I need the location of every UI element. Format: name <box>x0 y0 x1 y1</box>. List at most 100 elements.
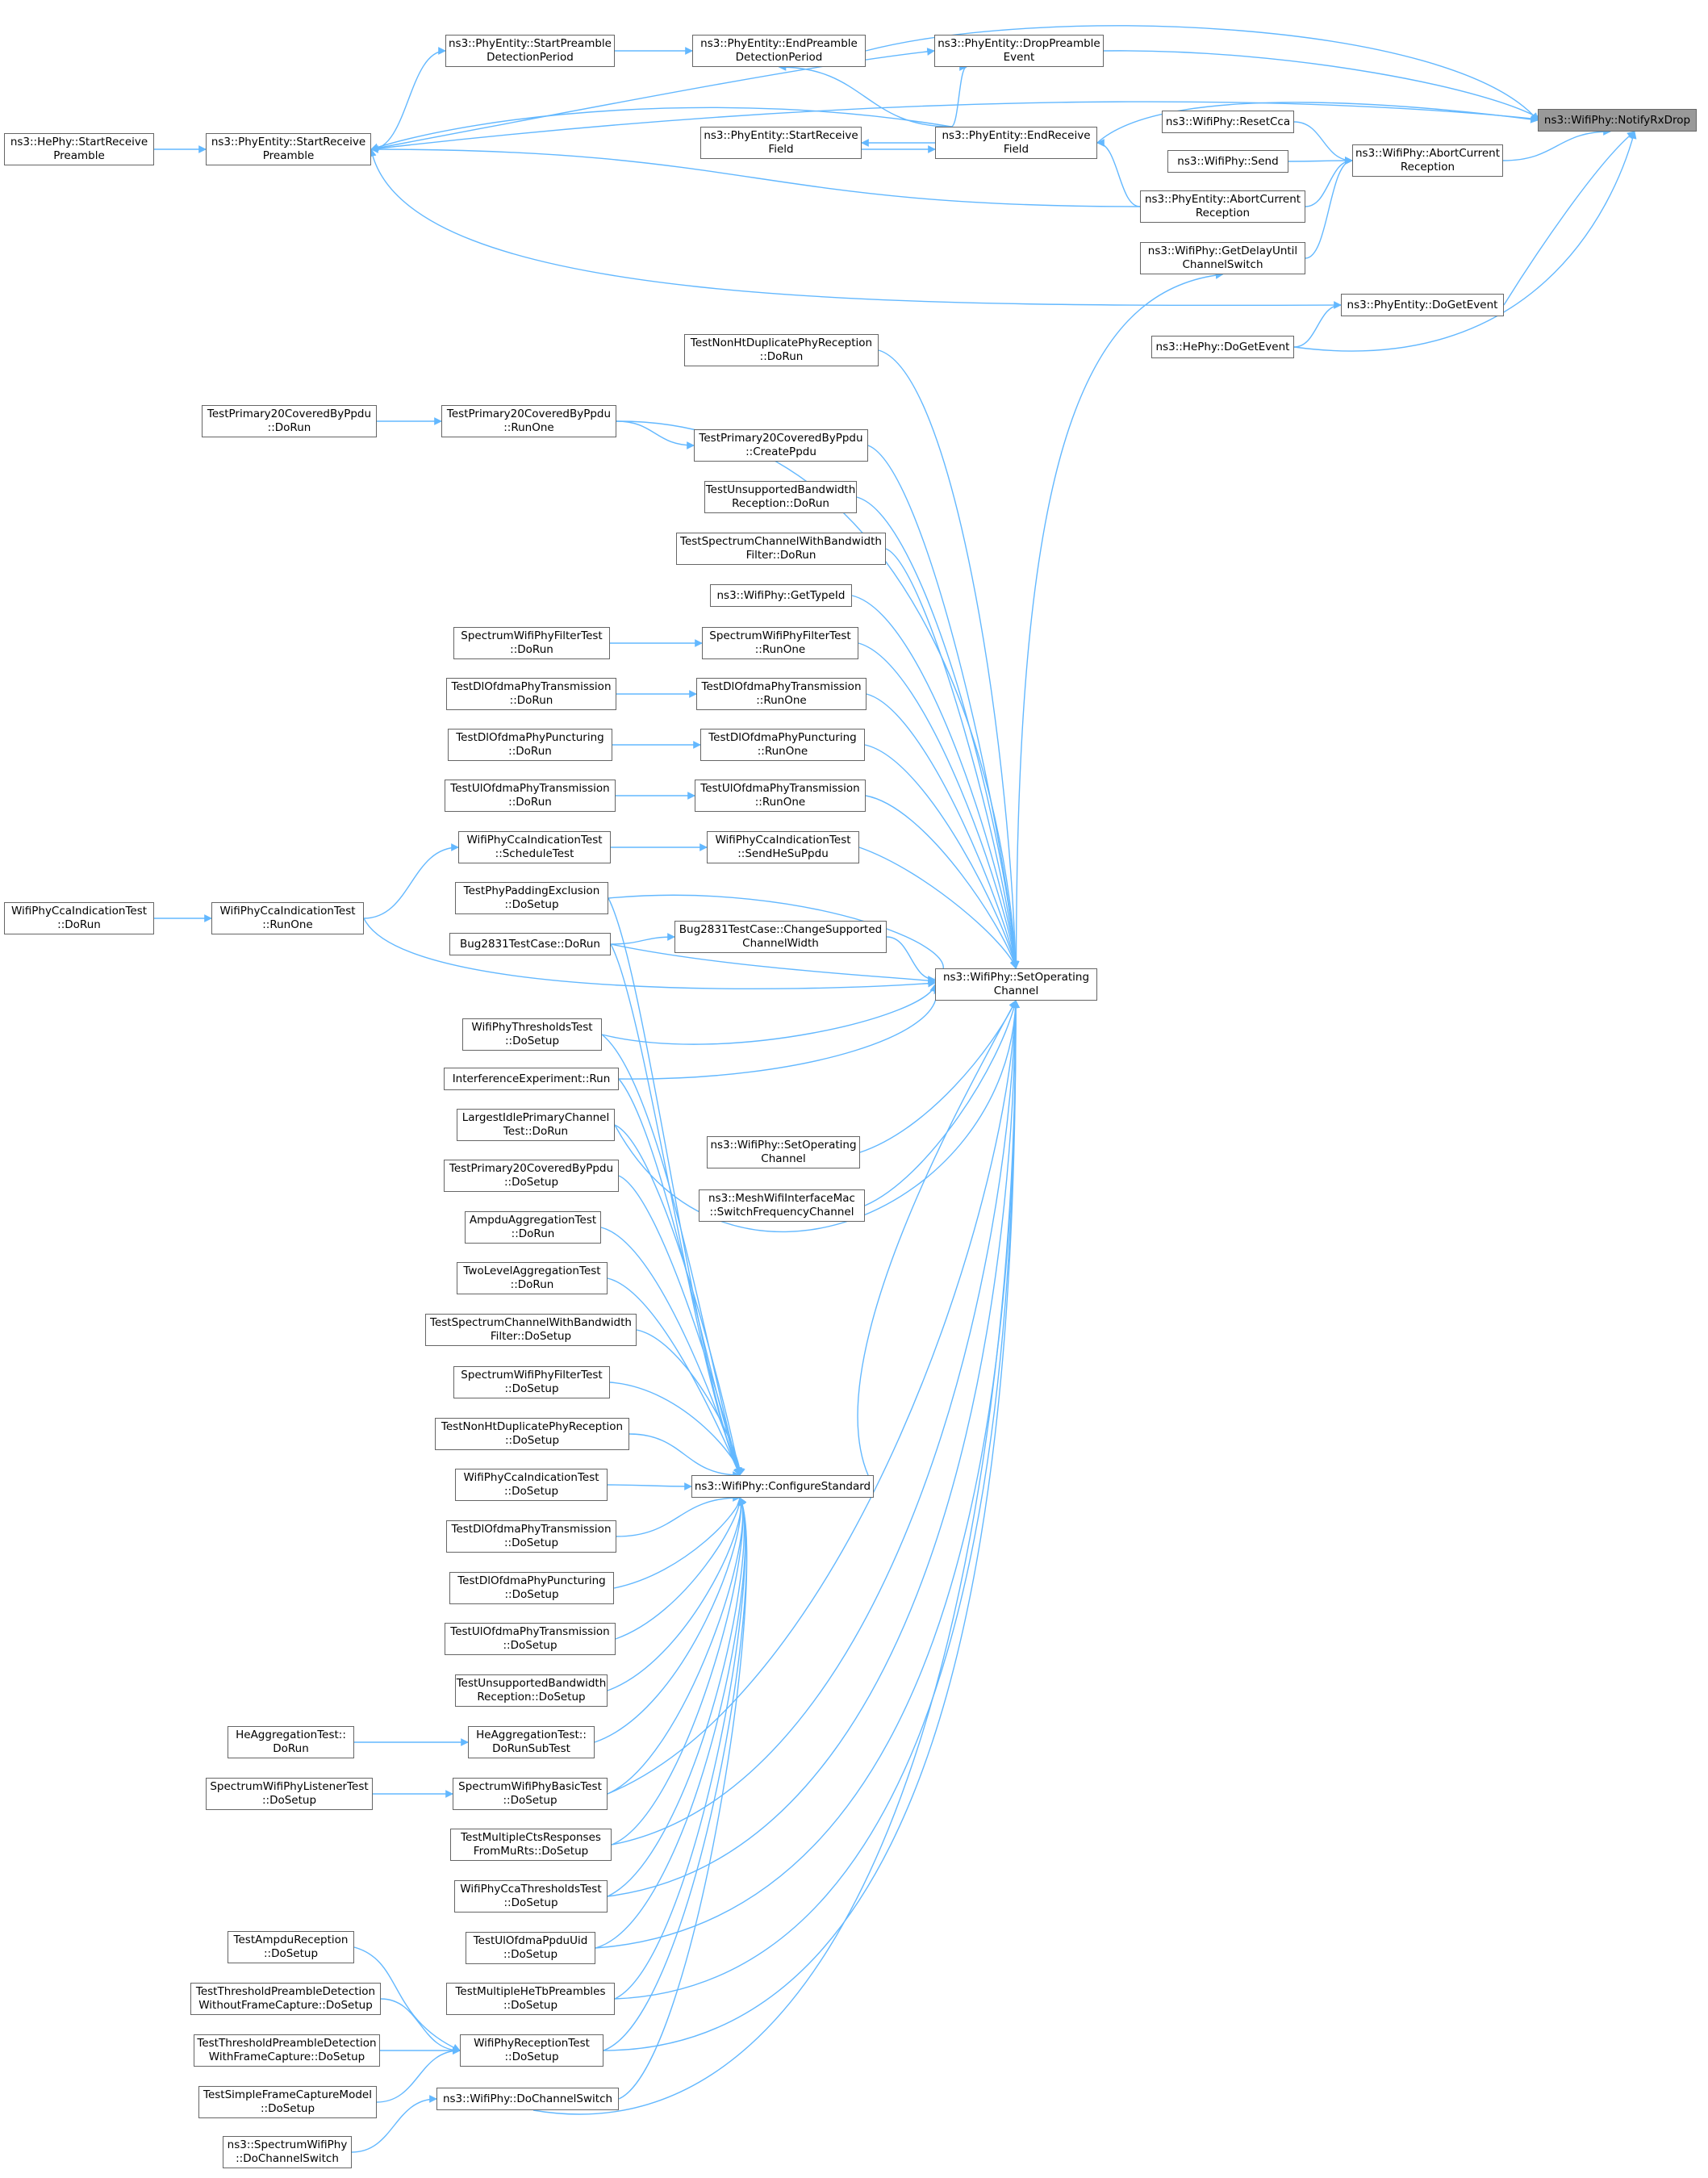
graph-node-ccathresholds-dosetup[interactable]: WifiPhyCcaThresholdsTest::DoSetup <box>454 1880 608 1913</box>
graph-node-label: Bug2831TestCase::ChangeSupported <box>679 923 883 936</box>
graph-node-spectrumlistener-dosetup[interactable]: SpectrumWifiPhyListenerTest::DoSetup <box>206 1778 373 1810</box>
graph-node-ccaindication-scheduletest[interactable]: WifiPhyCcaIndicationTest::ScheduleTest <box>458 831 611 863</box>
graph-node-dlofdmatx-dosetup[interactable]: TestDlOfdmaPhyTransmission::DoSetup <box>446 1520 616 1553</box>
graph-node-bug2831-dorun[interactable]: Bug2831TestCase::DoRun <box>449 933 611 955</box>
graph-node-wifiphy-configurestandard[interactable]: ns3::WifiPhy::ConfigureStandard <box>691 1475 874 1498</box>
graph-edge <box>532 1000 1020 2115</box>
graph-edge <box>950 63 967 128</box>
graph-node-testprimary20-dosetup[interactable]: TestPrimary20CoveredByPpdu::DoSetup <box>444 1160 619 1192</box>
graph-node-testnonhtduplicate-dosetup[interactable]: TestNonHtDuplicatePhyReception::DoSetup <box>435 1418 629 1450</box>
graph-node-testprimary20-createppdu[interactable]: TestPrimary20CoveredByPpdu::CreatePpdu <box>694 429 868 462</box>
graph-node-label: TestPhyPaddingExclusion <box>463 884 600 897</box>
graph-node-label: DoRun <box>273 1742 309 1755</box>
graph-node-label: ::DoRun <box>267 421 311 434</box>
graph-node-simpleframecapture-dosetup[interactable]: TestSimpleFrameCaptureModel::DoSetup <box>198 2086 377 2118</box>
graph-node-ulofdmatx-dorun[interactable]: TestUlOfdmaPhyTransmission::DoRun <box>445 780 616 812</box>
graph-node-ulofdmatx-dosetup[interactable]: TestUlOfdmaPhyTransmission::DoSetup <box>445 1623 616 1655</box>
graph-node-spectrumfilter-dosetup[interactable]: SpectrumWifiPhyFilterTest::DoSetup <box>453 1366 610 1398</box>
graph-node-label: ChannelWidth <box>742 937 819 950</box>
graph-node-twolevelagg-dorun[interactable]: TwoLevelAggregationTest::DoRun <box>457 1262 608 1294</box>
graph-node-label: ::DoRun <box>510 643 553 656</box>
graph-node-wifiphy-gettypeid[interactable]: ns3::WifiPhy::GetTypeId <box>710 584 852 607</box>
graph-node-multiplehetb-dosetup[interactable]: TestMultipleHeTbPreambles::DoSetup <box>446 1983 615 2015</box>
graph-node-wifiphyreception-dosetup[interactable]: WifiPhyReceptionTest::DoSetup <box>460 2034 603 2067</box>
graph-node-dlofdmapunct-dosetup[interactable]: TestDlOfdmaPhyPuncturing::DoSetup <box>449 1572 614 1604</box>
graph-node-dlofdmapunct-dorun[interactable]: TestDlOfdmaPhyPuncturing::DoRun <box>448 729 612 761</box>
graph-edge <box>864 1000 1018 1206</box>
graph-node-spectrumfilter-runone[interactable]: SpectrumWifiPhyFilterTest::RunOne <box>702 627 858 659</box>
graph-node-label: ::DoSetup <box>504 1035 560 1047</box>
graph-node-ampdureception-dosetup[interactable]: TestAmpduReception::DoSetup <box>228 1931 354 1963</box>
graph-node-wifiphy-send[interactable]: ns3::WifiPhy::Send <box>1167 150 1288 173</box>
graph-node-ulofdmatx-runone[interactable]: TestUlOfdmaPhyTransmission::RunOne <box>695 780 866 812</box>
graph-node-testprimary20-runone[interactable]: TestPrimary20CoveredByPpdu::RunOne <box>441 405 616 437</box>
graph-node-label: ChannelSwitch <box>1182 258 1263 271</box>
graph-edge <box>886 936 936 984</box>
graph-node-thresholds-dosetup[interactable]: WifiPhyThresholdsTest::DoSetup <box>462 1018 602 1051</box>
graph-edge <box>369 148 1342 307</box>
graph-node-ccaindication-runone[interactable]: WifiPhyCcaIndicationTest::RunOne <box>211 902 364 934</box>
graph-node-label: ::RunOne <box>262 918 313 931</box>
graph-node-interference-run[interactable]: InterferenceExperiment::Run <box>444 1068 619 1090</box>
graph-node-spectrumbasic-dosetup[interactable]: SpectrumWifiPhyBasicTest::DoSetup <box>453 1778 608 1810</box>
graph-node-phyentity-dogetevent[interactable]: ns3::PhyEntity::DoGetEvent <box>1341 294 1504 316</box>
graph-edge <box>618 1497 748 2100</box>
graph-node-wifiphy-dochannelswitch[interactable]: ns3::WifiPhy::DoChannelSwitch <box>436 2088 619 2110</box>
graph-node-label: TestPrimary20CoveredByPpdu <box>449 1162 614 1175</box>
graph-edge <box>376 2046 461 2103</box>
graph-node-label: SpectrumWifiPhyListenerTest <box>210 1780 369 1793</box>
graph-node-heagg-dorun[interactable]: HeAggregationTest::DoRun <box>228 1726 354 1758</box>
graph-node-ulofdmappduuid-dosetup[interactable]: TestUlOfdmaPpduUid::DoSetup <box>466 1932 595 1964</box>
graph-node-dlofdmatx-runone[interactable]: TestDlOfdmaPhyTransmission::RunOne <box>696 678 867 710</box>
graph-edge <box>858 847 1018 969</box>
graph-edge <box>616 1494 741 1537</box>
graph-node-testnonhtduplicate-dorun[interactable]: TestNonHtDuplicatePhyReception::DoRun <box>684 334 879 366</box>
graph-node-label: TestUlOfdmaPpduUid <box>473 1934 588 1947</box>
graph-node-notifyrxdrop[interactable]: ns3::WifiPhy::NotifyRxDrop <box>1538 109 1697 132</box>
graph-node-label: ns3::WifiPhy::SetOperating <box>942 971 1090 984</box>
graph-node-label: SpectrumWifiPhyFilterTest <box>461 629 603 642</box>
graph-node-label: ns3::PhyEntity::AbortCurrent <box>1144 193 1301 206</box>
graph-node-label: TestPrimary20CoveredByPpdu <box>699 432 863 445</box>
graph-node-testprimary20-dorun[interactable]: TestPrimary20CoveredByPpdu::DoRun <box>202 405 377 437</box>
graph-node-label: WithFrameCapture::DoSetup <box>208 2050 365 2063</box>
graph-node-meshwifi-switchfreq[interactable]: ns3::MeshWifiInterfaceMac::SwitchFrequen… <box>699 1189 865 1222</box>
graph-node-label: InterferenceExperiment::Run <box>452 1072 611 1085</box>
graph-node-paddingexclusion-dosetup[interactable]: TestPhyPaddingExclusion::DoSetup <box>455 882 608 914</box>
graph-node-ampduagg-dorun[interactable]: AmpduAggregationTest::DoRun <box>465 1211 601 1244</box>
graph-node-spectrumwifiphy-dochannelswitch[interactable]: ns3::SpectrumWifiPhy::DoChannelSwitch <box>223 2136 352 2168</box>
graph-node-label: TestDlOfdmaPhyTransmission <box>451 680 612 693</box>
graph-node-wifiphy-resetcca[interactable]: ns3::WifiPhy::ResetCca <box>1162 111 1294 133</box>
graph-node-label: ::DoSetup <box>503 1485 559 1498</box>
graph-node-ccaindication-dosetup[interactable]: WifiPhyCcaIndicationTest::DoSetup <box>455 1469 608 1501</box>
graph-node-dlofdmatx-dorun[interactable]: TestDlOfdmaPhyTransmission::DoRun <box>446 678 616 710</box>
graph-node-label: DetectionPeriod <box>487 51 574 64</box>
graph-node-heagg-dorunsubtest[interactable]: HeAggregationTest::DoRunSubTest <box>468 1726 595 1758</box>
graph-node-ccaindication-sendhesuppdu[interactable]: WifiPhyCcaIndicationTest::SendHeSuPpdu <box>707 831 859 863</box>
graph-node-hephy-dogetevent[interactable]: ns3::HePhy::DoGetEvent <box>1151 336 1294 358</box>
graph-node-spectrumfilter-dorun[interactable]: SpectrumWifiPhyFilterTest::DoRun <box>453 627 610 659</box>
graph-node-ccaindication-dorun[interactable]: WifiPhyCcaIndicationTest::DoRun <box>4 902 154 934</box>
graph-node-dlofdmapunct-runone[interactable]: TestDlOfdmaPhyPuncturing::RunOne <box>700 729 865 761</box>
